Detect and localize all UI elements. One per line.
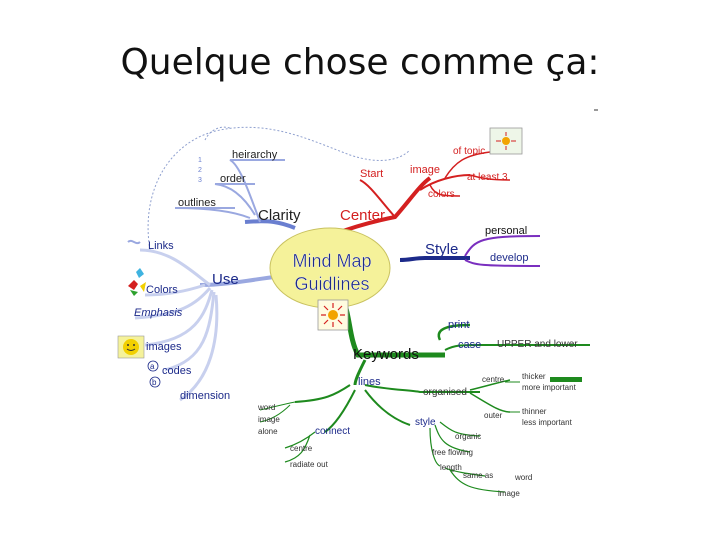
mind-map-diagram: Mind Map Guidlines Clarity heirarchy ord…: [117, 109, 598, 498]
word-left-label: word: [257, 403, 275, 412]
links-label: Links: [148, 240, 174, 252]
use-to-colors: [144, 283, 206, 297]
keywords-label: Keywords: [353, 346, 419, 363]
clarity-to-hierarchy: [229, 159, 285, 223]
case-label: case: [458, 339, 481, 351]
thick-line-sample: [550, 377, 582, 382]
clarity-to-order: [214, 183, 256, 216]
slide-title: Quelque chose comme ça:: [120, 42, 600, 83]
sun-image: [317, 299, 349, 331]
lines-to-style: [364, 389, 411, 426]
at-least-label: at least 3: [467, 172, 508, 183]
images-label: images: [146, 341, 182, 353]
smiley-icon: [117, 335, 145, 359]
centre-label: centre: [482, 375, 505, 384]
organised-label: organised: [423, 387, 467, 398]
hierarchy-num-1: 1: [198, 157, 202, 164]
less-important-label: less important: [522, 418, 573, 427]
lines-label: lines: [358, 376, 381, 388]
develop-label: develop: [490, 252, 529, 264]
upper-lower-label: UPPER and lower: [497, 339, 578, 350]
colors-use-label: Colors: [146, 284, 178, 296]
topic-image: [489, 127, 523, 155]
style-label: Style: [425, 241, 458, 258]
image-label: image: [410, 164, 440, 176]
thicker-thinner-lines: [505, 381, 520, 413]
center-to-colors: [429, 184, 461, 197]
keywords-to-print: [437, 323, 471, 341]
dimension-label: dimension: [180, 390, 230, 402]
hierarchy-num-2: 2: [198, 167, 202, 174]
centre-connect-label: centre: [290, 444, 313, 453]
code-mark-a: a: [150, 362, 155, 371]
more-important-label: more important: [522, 383, 577, 392]
length-label: length: [440, 463, 462, 472]
links-squiggle-icon: [127, 239, 141, 245]
codes-label: codes: [162, 365, 192, 377]
center-to-of-topic: [444, 151, 491, 179]
center-title-line1: Mind Map: [292, 251, 371, 271]
organised-to-centre-outer: [469, 379, 511, 413]
lines-to-connect: [324, 389, 356, 433]
alone-left-label: alone: [258, 427, 278, 436]
lines-to-for-each: [294, 384, 351, 403]
clarity-label: Clarity: [258, 207, 301, 224]
color-splash-icon: [128, 268, 146, 296]
use-to-emphasis: [134, 287, 212, 320]
center-to-at-least: [469, 174, 511, 181]
center-branch-label: Center: [340, 207, 385, 224]
style-to-personal: [464, 235, 541, 257]
clarity-branch: [244, 219, 296, 230]
word-sub-label: word: [514, 473, 532, 482]
radiate-out-label: radiate out: [290, 460, 329, 469]
outer-label: outer: [484, 411, 503, 420]
style-branch: [399, 256, 470, 262]
connect-subitems: [284, 431, 316, 463]
style-kw-label: style: [415, 417, 436, 428]
thicker-label: thicker: [522, 372, 546, 381]
use-to-dimension: [179, 294, 219, 402]
use-to-images: [144, 289, 214, 347]
image-left-label: image: [258, 415, 280, 424]
center-to-start: [359, 179, 396, 218]
use-label: Use: [212, 271, 239, 288]
same-as-label: same as: [463, 471, 493, 480]
center-to-image: [419, 174, 471, 191]
use-main: [139, 248, 211, 287]
colors-label: colors: [428, 189, 455, 200]
outlines-label: outlines: [178, 197, 216, 209]
personal-label: personal: [485, 225, 527, 237]
style-subitems: [429, 421, 506, 493]
center-title-line2: Guidlines: [294, 274, 369, 294]
organic-label: organic: [455, 432, 481, 441]
clarity-to-outlines: [174, 207, 251, 219]
lines-to-organised: [364, 384, 480, 393]
free-flowing-label: free flowing: [432, 448, 473, 457]
of-topic-label: of topic: [453, 146, 485, 157]
hierarchy-num-3: 3: [198, 177, 202, 184]
use-to-codes: [164, 291, 216, 372]
print-label: print: [448, 319, 469, 331]
keywords-to-case: [444, 344, 590, 351]
emphasis-label: Emphasis: [134, 307, 183, 319]
code-mark-b: b: [152, 378, 157, 387]
image-sub-label: image: [498, 489, 520, 498]
order-label: order: [220, 173, 246, 185]
hierarchy-label: heirarchy: [232, 149, 278, 161]
code-marks-icon: a b: [147, 360, 161, 388]
style-to-develop: [464, 259, 541, 267]
connect-label: connect: [315, 426, 350, 437]
dotted-loop: [147, 126, 411, 251]
keywords-to-lines: [353, 359, 367, 386]
thinner-label: thinner: [522, 407, 547, 416]
word-image-alone-lines: [259, 401, 296, 423]
start-label: Start: [360, 168, 383, 180]
